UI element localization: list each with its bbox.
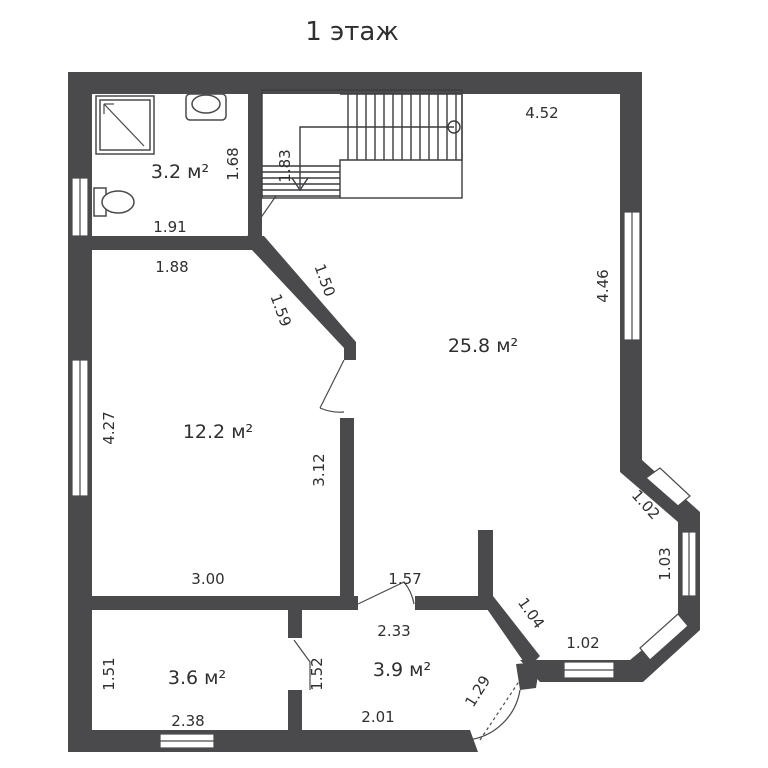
room-area-bathroom: 3.2 м² — [151, 161, 209, 183]
dim-label: 1.51 — [100, 657, 118, 690]
dim-label: 1.88 — [155, 258, 188, 276]
dim-label: 1.50 — [311, 262, 339, 300]
dim-label: 1.59 — [267, 292, 295, 330]
bathroom-fixtures — [93, 93, 227, 217]
dim-label: 3.12 — [310, 453, 328, 486]
dim-label: 4.27 — [100, 411, 118, 444]
dim-label: 1.91 — [153, 218, 186, 236]
dim-label: 2.38 — [171, 712, 204, 730]
dim-label: 1.83 — [276, 149, 294, 182]
dim-label: 3.00 — [191, 570, 224, 588]
dim-label: 1.57 — [388, 570, 421, 588]
interior-walls — [68, 94, 540, 740]
dim-label: 1.52 — [308, 657, 326, 690]
room-area-hall: 3.9 м² — [373, 659, 431, 681]
dim-label: 1.03 — [656, 547, 674, 580]
doors — [247, 195, 521, 741]
dim-label: 4.46 — [594, 269, 612, 302]
dim-label: 1.29 — [461, 672, 494, 710]
room-area-living: 25.8 м² — [448, 335, 518, 357]
staircase — [261, 89, 463, 199]
windows — [71, 177, 697, 749]
dim-label: 1.02 — [566, 634, 599, 652]
toilet-icon — [101, 190, 135, 214]
room-area-bedroom: 12.2 м² — [183, 421, 253, 443]
dim-label: 2.33 — [377, 622, 410, 640]
room-area-labels: 3.2 м² 25.8 м² 12.2 м² 3.6 м² 3.9 м² — [151, 161, 518, 689]
dim-label: 1.04 — [514, 594, 548, 632]
room-area-storage: 3.6 м² — [168, 667, 226, 689]
dim-label: 2.01 — [361, 708, 394, 726]
floor-title: 1 этаж — [305, 17, 399, 47]
dim-label: 1.68 — [224, 147, 242, 180]
dim-label: 4.52 — [525, 104, 558, 122]
